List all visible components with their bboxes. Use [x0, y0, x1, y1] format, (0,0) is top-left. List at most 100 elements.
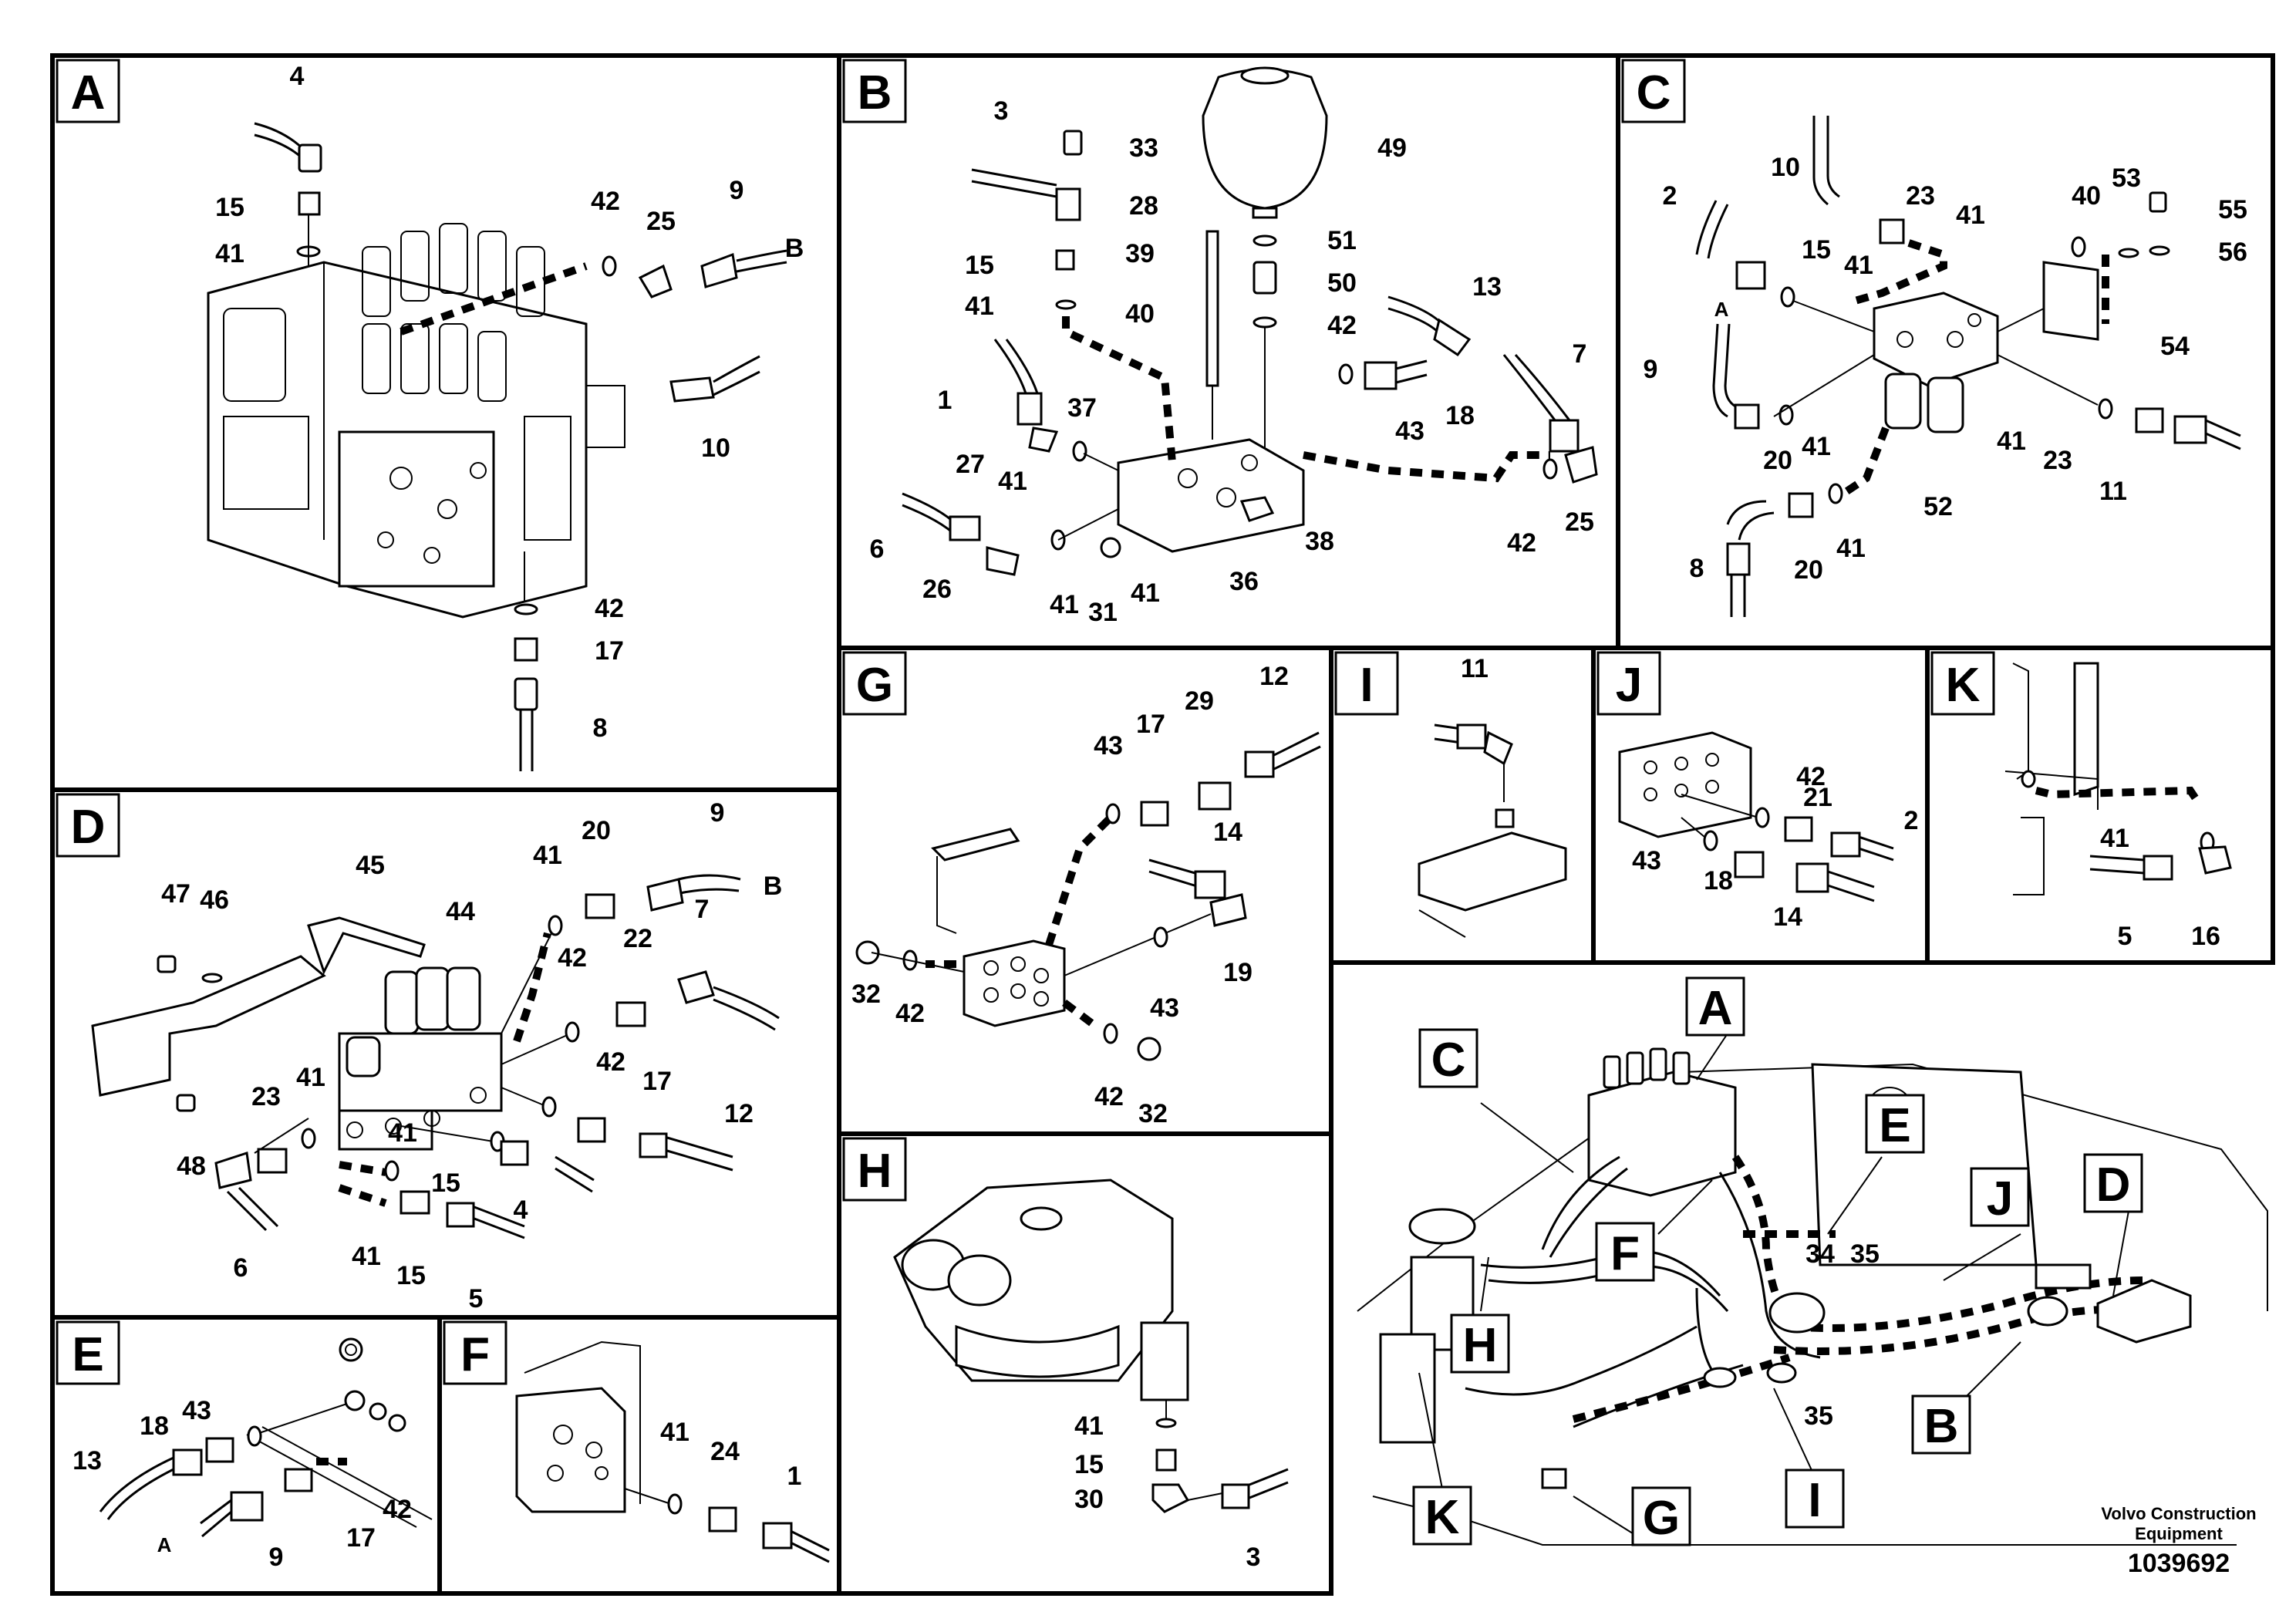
panel-letter-b: B — [858, 66, 892, 120]
part-number: 41 — [388, 1118, 417, 1148]
part-number: 13 — [72, 1446, 102, 1475]
part-number: 34 — [1805, 1239, 1835, 1269]
overview-callout-f: F — [1610, 1227, 1640, 1280]
overview-callout-a: A — [1698, 982, 1733, 1035]
part-number: 49 — [1377, 133, 1407, 163]
part-number: 10 — [701, 433, 730, 463]
part-number: 18 — [1445, 401, 1475, 430]
part-number: 25 — [646, 207, 676, 236]
part-number: 27 — [956, 450, 985, 479]
part-number: 42 — [591, 187, 620, 216]
panel-g-drawing — [855, 731, 1321, 1061]
part-number: 14 — [1773, 902, 1802, 932]
part-number: 15 — [215, 193, 244, 222]
part-number: 18 — [1704, 866, 1733, 895]
panel-f-drawing — [515, 1340, 830, 1563]
part-number: 42 — [895, 999, 925, 1028]
part-number: 17 — [642, 1067, 672, 1096]
part-number: 12 — [724, 1099, 754, 1128]
part-number: 2 — [1663, 181, 1677, 211]
overview-callout-c: C — [1431, 1034, 1466, 1087]
panel-letter-f: F — [460, 1328, 490, 1381]
panel-g-labels: 12 17 29 43 14 19 32 42 43 42 32 — [851, 662, 1289, 1128]
part-number: 36 — [1229, 567, 1259, 596]
part-number: 41 — [1074, 1411, 1104, 1441]
figure-number: 1039692 — [2128, 1549, 2230, 1578]
panel-letter-i: I — [1360, 659, 1373, 712]
part-number: 42 — [558, 943, 587, 973]
overview-callout-i: I — [1808, 1474, 1821, 1527]
part-number: 18 — [140, 1411, 169, 1441]
part-number: 32 — [851, 980, 881, 1009]
panel-letter-c: C — [1637, 66, 1671, 120]
part-number: 54 — [2160, 332, 2190, 361]
panel-frames — [50, 53, 2275, 1596]
part-number: 42 — [1327, 311, 1357, 340]
part-number: 42 — [383, 1495, 412, 1524]
part-number: 41 — [965, 292, 994, 321]
part-number: 28 — [1129, 191, 1158, 221]
panel-e-labels: 18 43 13 42 A 9 17 — [72, 1396, 412, 1572]
part-number: 41 — [660, 1418, 689, 1447]
part-number: 10 — [1771, 153, 1800, 182]
part-number: 13 — [1472, 272, 1502, 302]
part-number: 15 — [431, 1168, 460, 1198]
part-number: 9 — [710, 798, 725, 828]
part-number: 31 — [1088, 598, 1118, 627]
part-number: 47 — [161, 879, 190, 909]
brand-line-1: Volvo Construction — [2101, 1504, 2256, 1523]
part-number: 3 — [994, 96, 1009, 126]
overview-callout-h: H — [1463, 1319, 1498, 1372]
panel-a-drawing — [207, 122, 787, 771]
part-number: 40 — [1125, 299, 1155, 329]
part-number: 6 — [234, 1253, 248, 1283]
part-number: 45 — [356, 851, 385, 880]
part-number: 41 — [2100, 824, 2129, 853]
part-number: 11 — [1461, 654, 1489, 683]
part-number: 41 — [1997, 427, 2026, 456]
part-number: 48 — [177, 1152, 206, 1181]
part-number: 41 — [1956, 201, 1985, 230]
part-number: 19 — [1223, 958, 1253, 987]
part-number: 3 — [1246, 1543, 1261, 1572]
part-number: 41 — [1050, 590, 1079, 619]
overview-callout-g: G — [1643, 1492, 1680, 1545]
part-number: 40 — [2072, 181, 2101, 211]
part-callout: B — [764, 872, 783, 901]
part-number: 38 — [1305, 527, 1334, 556]
part-number: 55 — [2218, 195, 2247, 224]
panel-b-labels: 3 33 28 49 15 39 51 50 13 41 40 42 1 37 … — [870, 96, 1594, 627]
overview-callout-j: J — [1987, 1172, 2013, 1226]
part-number: 22 — [623, 924, 652, 953]
part-number: 25 — [1565, 508, 1594, 537]
panel-k-labels: 41 5 16 — [2100, 824, 2220, 951]
part-number: 42 — [595, 594, 624, 623]
overview-callout-d: D — [2096, 1158, 2131, 1212]
part-number: 17 — [346, 1523, 376, 1553]
part-number: 15 — [1074, 1450, 1104, 1479]
part-number: 8 — [593, 713, 608, 743]
part-callout: B — [785, 234, 804, 263]
part-number: 43 — [1395, 416, 1424, 446]
footer: Volvo Construction Equipment 1039692 — [2101, 1504, 2256, 1578]
part-number: 29 — [1185, 686, 1214, 716]
part-number: 20 — [582, 816, 611, 845]
part-number: 53 — [2112, 164, 2141, 193]
panel-k-drawing — [2004, 662, 2232, 895]
panel-letter-g: G — [856, 659, 893, 712]
part-number: 41 — [1844, 251, 1873, 280]
part-number: 42 — [1094, 1082, 1124, 1111]
part-number: 6 — [870, 534, 885, 564]
part-number: 5 — [469, 1284, 484, 1313]
panel-letter-boxes: A B C D E F G H I J K — [56, 59, 1995, 1385]
part-number: 52 — [1923, 492, 1953, 521]
panel-h-drawing — [893, 1179, 1289, 1513]
part-number: 7 — [1573, 339, 1587, 369]
panel-j-drawing — [1618, 731, 1894, 902]
part-number: 33 — [1129, 133, 1158, 163]
part-number: 24 — [710, 1437, 740, 1466]
part-number: 15 — [965, 251, 994, 280]
part-number: 30 — [1074, 1485, 1104, 1514]
part-number: 41 — [533, 841, 562, 870]
part-number: 11 — [2099, 477, 2127, 506]
